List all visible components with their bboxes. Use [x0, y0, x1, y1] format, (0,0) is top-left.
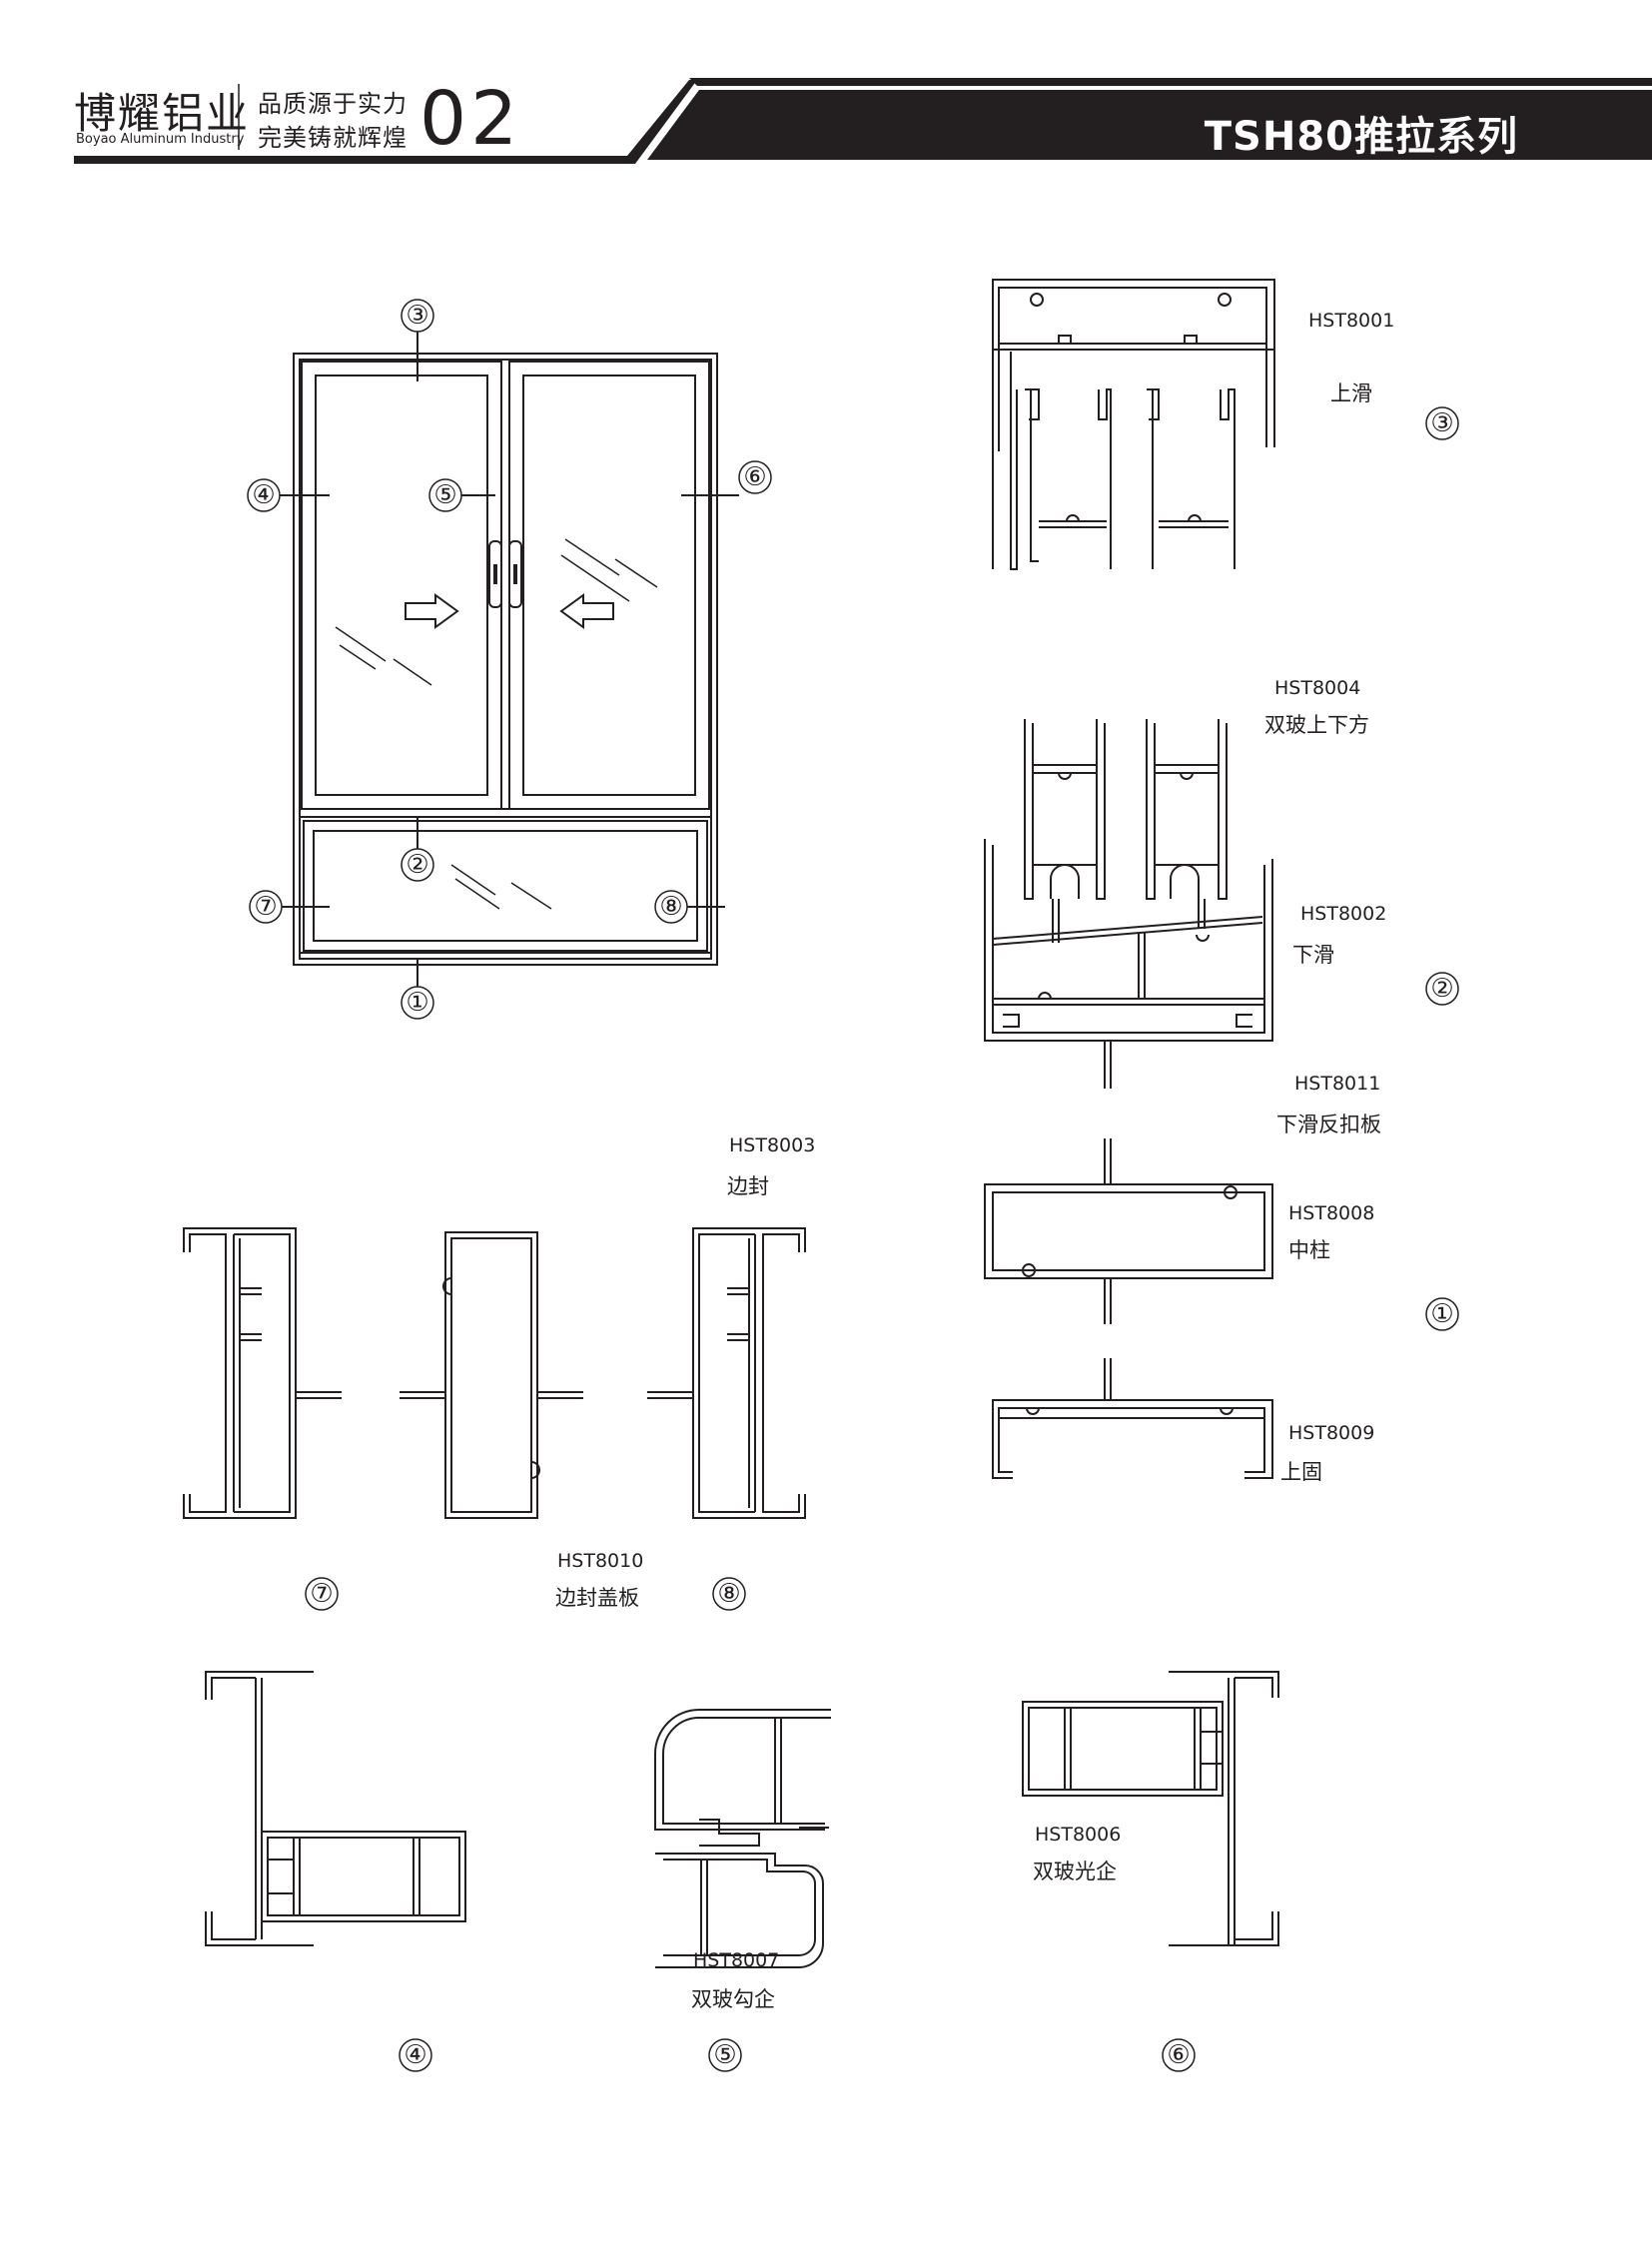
name-hst8003: 边封	[727, 1174, 769, 1198]
profile-hst8003-right-drawing	[647, 1227, 806, 1519]
name-hst8004: 双玻上下方	[1264, 713, 1369, 737]
code-hst8001: HST8001	[1308, 310, 1395, 332]
window-marker-8: ⑧	[659, 892, 683, 922]
profile-hst8008-drawing	[984, 1138, 1273, 1324]
marker-bottom-right: ⑥	[1167, 2040, 1191, 2070]
marker-hst8001: ③	[1430, 408, 1454, 438]
profile-hst8003-left-drawing	[183, 1227, 342, 1519]
window-marker-1: ①	[406, 988, 429, 1018]
profile-hst8009-drawing	[992, 1358, 1273, 1479]
marker-right-edge: ⑧	[717, 1579, 741, 1609]
window-marker-5: ⑤	[433, 480, 457, 510]
marker-bottom-left: ④	[404, 2040, 427, 2070]
name-hst8010: 边封盖板	[555, 1586, 639, 1610]
slogan-line-1: 品质源于实力	[258, 90, 408, 118]
code-hst8007: HST8007	[693, 1949, 780, 1971]
window-marker-3: ③	[406, 301, 429, 331]
name-hst8006: 双玻光企	[1033, 1860, 1117, 1883]
window-marker-4: ④	[252, 480, 276, 510]
profile-hst8002-drawing	[984, 719, 1273, 1089]
marker-hst8002: ②	[1430, 974, 1454, 1004]
marker-left-edge: ⑦	[310, 1579, 334, 1609]
marker-rings	[247, 299, 1459, 2072]
series-title: TSH80推拉系列	[1204, 114, 1518, 160]
page-number: 02	[419, 76, 522, 162]
code-hst8009: HST8009	[1288, 1422, 1375, 1444]
name-hst8009: 上固	[1280, 1460, 1322, 1484]
name-hst8001: 上滑	[1330, 381, 1372, 405]
code-hst8008: HST8008	[1288, 1202, 1375, 1224]
header-band	[74, 78, 1652, 164]
marker-hst8008: ①	[1430, 1299, 1454, 1329]
window-marker-7: ⑦	[254, 892, 278, 922]
window-marker-6: ⑥	[743, 462, 767, 492]
name-hst8008: 中柱	[1288, 1238, 1330, 1262]
slogan-line-2: 完美铸就辉煌	[258, 124, 408, 152]
section-4-drawing	[205, 1671, 466, 1946]
code-hst8004: HST8004	[1274, 677, 1361, 699]
profile-hst8007-drawing	[654, 1709, 831, 1968]
profile-hst8001-drawing	[992, 279, 1275, 570]
profile-hst8010-drawing	[400, 1231, 583, 1519]
name-hst8007: 双玻勾企	[691, 1987, 775, 2011]
brand-english: Boyao Aluminum Industry	[76, 132, 245, 147]
code-hst8011: HST8011	[1294, 1073, 1381, 1095]
profile-hst8006-drawing	[1022, 1671, 1279, 1946]
code-hst8003: HST8003	[729, 1134, 816, 1156]
code-hst8002: HST8002	[1300, 903, 1387, 925]
window-elevation	[280, 332, 739, 989]
name-hst8011: 下滑反扣板	[1276, 1113, 1381, 1136]
code-hst8010: HST8010	[557, 1550, 644, 1572]
brand-name: 博耀铝业	[74, 89, 251, 138]
window-marker-2: ②	[406, 850, 429, 880]
name-hst8002: 下滑	[1292, 943, 1334, 967]
marker-bottom-mid: ⑤	[713, 2040, 737, 2070]
code-hst8006: HST8006	[1035, 1824, 1122, 1846]
